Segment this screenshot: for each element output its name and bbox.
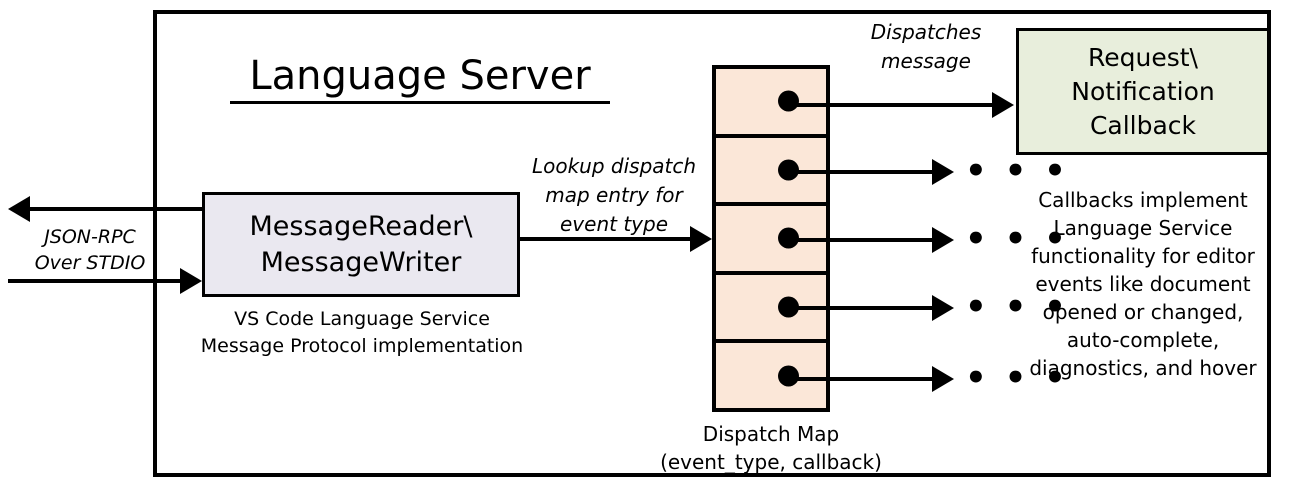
- arrow-right-icon: [932, 295, 954, 321]
- table-row[interactable]: [716, 343, 826, 408]
- page-title: Language Server: [230, 52, 610, 104]
- outbound-transport-line: [30, 207, 205, 211]
- lookup-edge-line: [520, 237, 692, 241]
- lookup-label-line2: map entry for: [545, 183, 683, 207]
- inbound-transport-line: [8, 279, 183, 283]
- transport-label-line2: Over STDIO: [34, 252, 146, 274]
- callback-dot-icon: [778, 159, 799, 181]
- dispatch-edge-line-1: [789, 103, 994, 107]
- language-server-frame: [153, 10, 1271, 477]
- arrow-right-icon: [932, 366, 954, 392]
- message-io-label-line2: MessageWriter: [260, 246, 462, 278]
- dispatch-edge-line-5: [789, 377, 934, 381]
- row-ellipsis-2: • • •: [965, 151, 1069, 191]
- callback-label-line3: Callback: [1089, 110, 1197, 140]
- arrow-right-icon: [932, 227, 954, 253]
- message-io-label-line1: MessageReader\: [249, 210, 473, 242]
- callback-description-line7: diagnostics, and hover: [1029, 356, 1257, 380]
- dispatch-label-line1: Dispatches: [870, 20, 982, 44]
- request-notification-callback-box[interactable]: Request\ Notification Callback: [1016, 28, 1270, 155]
- dispatch-map-caption: Dispatch Map (event_type, callback): [650, 420, 892, 476]
- dispatch-edge-label: Dispatches message: [836, 18, 1016, 76]
- message-io-caption: VS Code Language Service Message Protoco…: [182, 306, 542, 360]
- transport-label-line1: JSON-RPC: [44, 226, 136, 248]
- message-io-caption-line2: Message Protocol implementation: [200, 335, 524, 357]
- callback-label-line1: Request\: [1088, 42, 1198, 72]
- lookup-label-line1: Lookup dispatch: [531, 154, 697, 178]
- arrow-right-icon: [180, 268, 202, 294]
- message-io-caption-line1: VS Code Language Service: [234, 308, 490, 330]
- dispatch-map-caption-line2: (event_type, callback): [660, 450, 882, 474]
- callback-description-line6: auto-complete,: [1066, 328, 1220, 352]
- callback-dot-icon: [778, 227, 799, 249]
- dispatch-map-caption-line1: Dispatch Map: [702, 422, 840, 446]
- callback-dot-icon: [778, 365, 799, 387]
- table-row[interactable]: [716, 275, 826, 344]
- callback-dot-icon: [778, 90, 799, 112]
- arrow-left-icon: [8, 196, 30, 222]
- arrow-right-icon: [932, 159, 954, 185]
- dispatch-edge-line-4: [789, 306, 934, 310]
- table-row[interactable]: [716, 206, 826, 275]
- callback-description-line1: Callbacks implement: [1038, 188, 1248, 212]
- callback-dot-icon: [778, 296, 799, 318]
- callback-description-line3: functionality for editor: [1031, 244, 1255, 268]
- callback-label-line2: Notification: [1071, 76, 1215, 106]
- lookup-edge-label: Lookup dispatch map entry for event type: [518, 152, 710, 239]
- message-reader-writer-box[interactable]: MessageReader\ MessageWriter: [202, 192, 520, 297]
- arrow-right-icon: [690, 226, 712, 252]
- callback-description-line4: events like document: [1035, 272, 1251, 296]
- callback-description-line2: Language Service: [1053, 216, 1233, 240]
- callback-description: Callbacks implement Language Service fun…: [1010, 186, 1276, 382]
- lookup-label-line3: event type: [560, 212, 668, 236]
- callback-description-line5: opened or changed,: [1042, 300, 1244, 324]
- table-row[interactable]: [716, 138, 826, 207]
- dispatch-label-line2: message: [881, 49, 971, 73]
- dispatch-edge-line-2: [789, 170, 934, 174]
- arrow-right-icon: [992, 92, 1014, 118]
- dispatch-edge-line-3: [789, 238, 934, 242]
- transport-label: JSON-RPC Over STDIO: [20, 224, 160, 276]
